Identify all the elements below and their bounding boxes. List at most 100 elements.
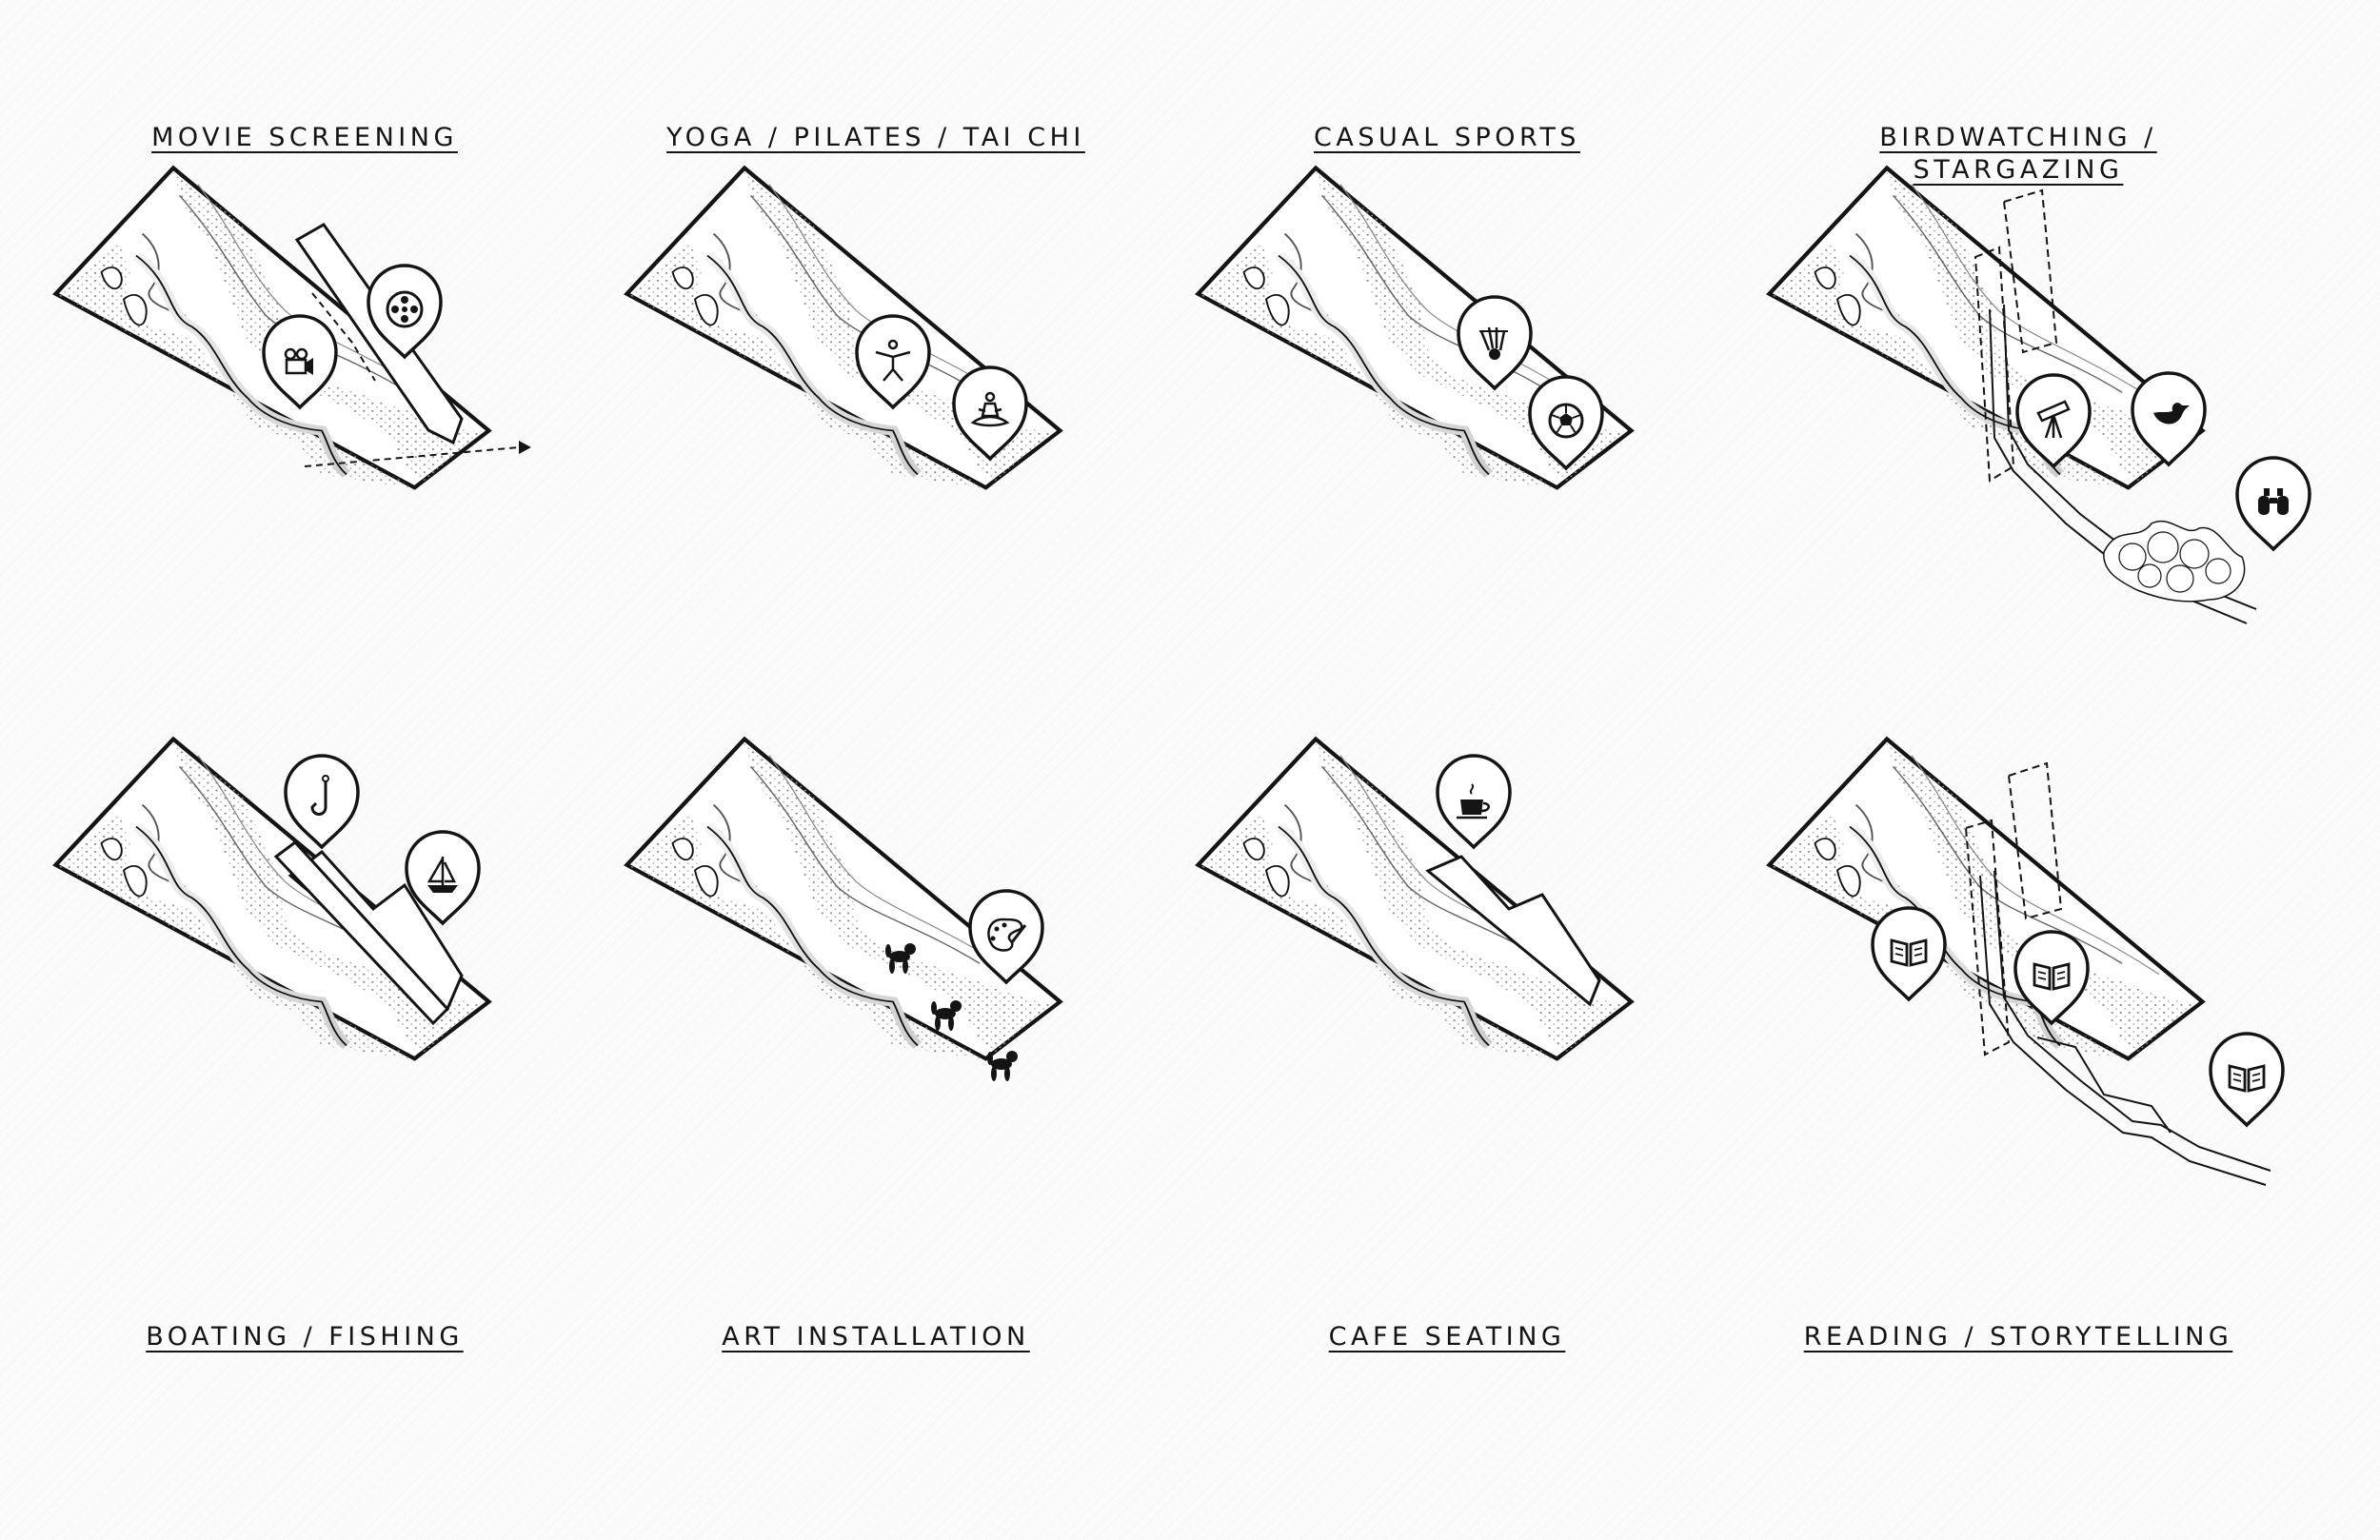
site-plan-axon xyxy=(1766,165,2311,624)
panel-label: READING / STORYTELLING xyxy=(1803,1322,2233,1352)
channel-edge xyxy=(135,825,347,1047)
panel-label: ART INSTALLATION xyxy=(722,1322,1030,1352)
stippled-land-upper xyxy=(744,743,1057,1055)
stippled-land-upper xyxy=(1316,743,1628,1055)
contour-line xyxy=(1911,184,2160,405)
contour-line xyxy=(1320,765,1552,964)
pool xyxy=(1814,267,1836,290)
channel-edge xyxy=(706,825,919,1047)
movie-camera-icon-glyph xyxy=(284,347,313,375)
coffee-cup-icon xyxy=(1436,754,1512,849)
book-icon-glyph xyxy=(1890,938,1928,967)
palette-icon xyxy=(968,889,1044,984)
site-plan-axon xyxy=(1766,736,2285,1186)
channel-edge xyxy=(135,254,347,476)
site-base xyxy=(624,165,1063,490)
binoculars-icon-glyph xyxy=(2258,488,2289,515)
telescope-icon-glyph xyxy=(2036,400,2071,439)
panel-label: CAFE SEATING xyxy=(1328,1322,1566,1352)
pool xyxy=(122,865,148,898)
pool xyxy=(122,294,148,326)
contour-line xyxy=(712,232,758,317)
bird-icon xyxy=(2131,371,2207,466)
sailboat-icon-glyph xyxy=(426,857,458,893)
panel-label: YOGA / PILATES / TAI CHI xyxy=(666,123,1085,152)
site-base xyxy=(1195,165,1635,490)
stippled-land-upper xyxy=(1887,172,2199,484)
book-icon xyxy=(1871,906,1947,1001)
contour-line xyxy=(141,232,187,317)
film-reel-icon-glyph xyxy=(386,290,424,328)
contour-line xyxy=(768,184,1018,405)
fishing-hook-icon xyxy=(284,754,360,849)
fishing-hook-icon-glyph xyxy=(310,775,329,816)
contour-line xyxy=(1854,232,1900,317)
yoga-pose-icon-glyph xyxy=(875,339,911,382)
pool xyxy=(1835,294,1861,326)
pool xyxy=(1264,865,1290,898)
meditation-icon-glyph xyxy=(970,391,1010,427)
boardwalk-path xyxy=(1973,188,2257,624)
site-plan-axon xyxy=(624,165,1063,490)
movie-camera-icon xyxy=(262,314,338,409)
yoga-pose-icon xyxy=(855,314,931,409)
bird-icon-glyph xyxy=(2153,403,2190,424)
panel-reading-storytelling: READING / STORYTELLING xyxy=(1752,736,2361,1352)
site-base xyxy=(1766,165,2206,490)
stippled-land-upper xyxy=(1887,743,2199,1055)
site-base xyxy=(1766,736,2206,1061)
cafe-deck xyxy=(1425,855,1601,1007)
pool xyxy=(100,267,123,290)
stippled-land-upper xyxy=(1316,172,1628,484)
contour-line xyxy=(141,803,187,888)
channel-edge xyxy=(706,254,919,476)
site-base xyxy=(624,736,1063,1061)
panel-yoga-pilates-tai-chi: YOGA / PILATES / TAI CHI xyxy=(609,123,1219,676)
palette-icon-glyph xyxy=(987,918,1027,952)
balloon-dog-sculpture-icon xyxy=(885,943,1018,1081)
site-plan-axon xyxy=(52,736,492,1061)
contour-line xyxy=(1911,755,2160,976)
badminton-shuttlecock-icon-glyph xyxy=(1479,326,1508,360)
panel-birdwatching-stargazing: BIRDWATCHING /STARGAZING xyxy=(1752,123,2361,676)
site-base xyxy=(1195,736,1635,1061)
contour-line xyxy=(178,194,409,393)
pool xyxy=(693,294,719,326)
contour-line xyxy=(1339,184,1589,405)
soccer-ball-icon-glyph xyxy=(1548,403,1584,439)
stippled-land-upper xyxy=(173,743,486,1055)
panel-boating-fishing: BOATING / FISHING xyxy=(38,736,647,1352)
book-icon xyxy=(2013,930,2090,1025)
dock-structure xyxy=(273,839,464,1026)
film-reel-icon xyxy=(367,264,443,359)
telescope-icon xyxy=(2015,373,2092,468)
channel-edge xyxy=(1278,254,1490,476)
meditation-icon xyxy=(952,365,1028,461)
panel-movie-screening: MOVIE SCREENING xyxy=(38,123,647,676)
pool xyxy=(1242,838,1265,861)
panel-label: MOVIE SCREENING xyxy=(151,123,458,152)
pool xyxy=(1242,267,1265,290)
sailboat-icon xyxy=(405,830,481,925)
stippled-land-upper xyxy=(744,172,1057,484)
contour-line xyxy=(768,755,1018,976)
book-icon-glyph xyxy=(2033,962,2071,991)
boardwalk-path xyxy=(1964,761,2271,1186)
coffee-cup-icon-glyph xyxy=(1457,783,1490,819)
binoculars-icon xyxy=(2235,456,2311,551)
panel-art-installation: ART INSTALLATION xyxy=(609,736,1219,1352)
contour-line xyxy=(749,765,981,964)
site-plan-axon xyxy=(624,736,1063,1081)
soccer-ball-icon xyxy=(1528,375,1604,470)
book-icon xyxy=(2209,1032,2285,1127)
pool xyxy=(671,267,694,290)
pool xyxy=(1814,838,1836,861)
badminton-shuttlecock-icon xyxy=(1457,295,1533,390)
pool xyxy=(693,865,719,898)
site-plan-axon xyxy=(1195,165,1635,490)
site-plan-axon xyxy=(1195,736,1635,1061)
channel-edge xyxy=(1278,825,1490,1047)
pool xyxy=(1264,294,1290,326)
stippled-land-upper xyxy=(173,172,486,484)
panel-label: BIRDWATCHING /STARGAZING xyxy=(1879,123,2157,185)
